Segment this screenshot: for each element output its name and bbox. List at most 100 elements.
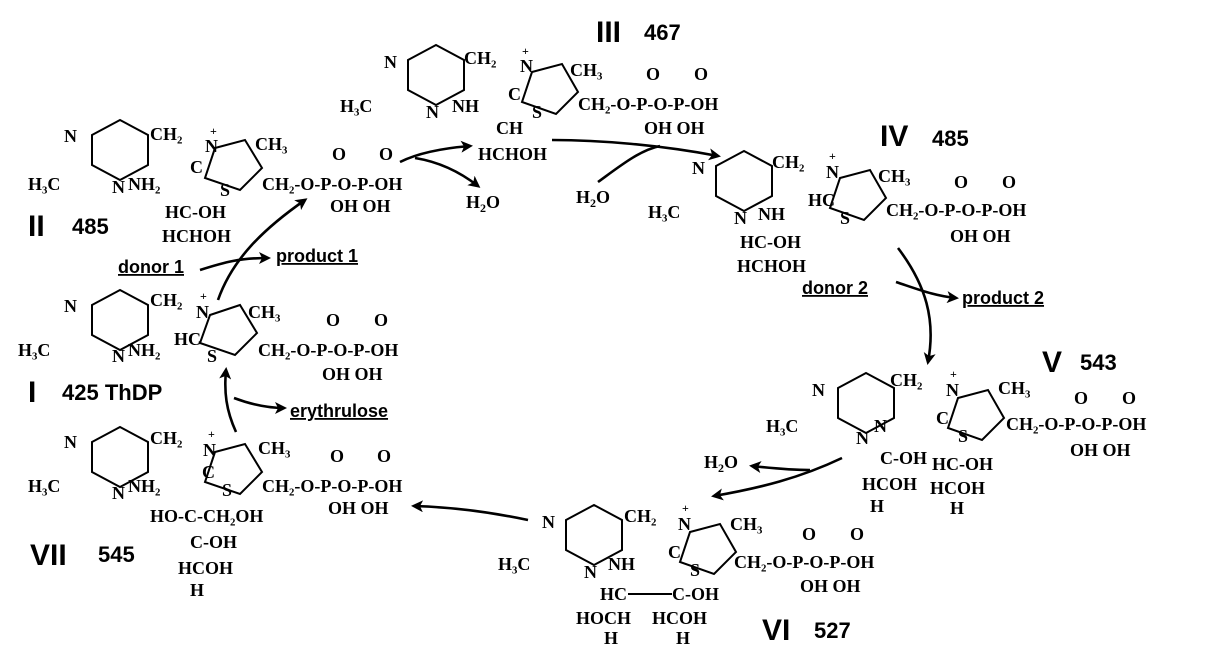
imine-n: N <box>874 416 887 436</box>
hcoh: HCOH <box>178 558 233 578</box>
terminal-h-right: H <box>950 498 964 518</box>
arrow-VI-to-VII <box>411 500 529 522</box>
arrow-III-to-IV <box>551 138 721 161</box>
hc-oh: HC-OH <box>932 454 993 474</box>
amino-nh2: NH₂ <box>128 340 160 360</box>
arrow-water-release-bottom <box>749 461 811 473</box>
pyrimidine-ring <box>91 425 149 489</box>
diphosphate-chain: CH₂-O-P-O-P-OH <box>1006 414 1146 434</box>
thiazolium-ring <box>828 168 888 222</box>
ring-s: S <box>220 180 230 200</box>
terminal-h-right: H <box>676 628 690 648</box>
arrow-II-to-III <box>399 140 473 164</box>
hoch: HOCH <box>576 608 631 628</box>
c2-carbon: C <box>936 408 949 428</box>
donor-2-label: donor 2 <box>802 278 868 298</box>
product-1-label: product 1 <box>276 246 358 266</box>
hchoh: HCHOH <box>478 144 547 164</box>
arrow-water-release-top <box>414 156 481 188</box>
label-mass-VI: 527 <box>814 618 851 643</box>
arrow-I-to-II <box>216 198 308 301</box>
phosphate-oh: OH OH <box>950 226 1011 246</box>
label-mass-I: 425 ThDP <box>62 380 162 405</box>
structure-V: N N H₃C N CH₂ N + CH₃ C S CH₂-O-P-O-P-OH… <box>766 346 1146 518</box>
thiazolium-n: N <box>196 302 209 322</box>
bridge-ch2: CH₂ <box>464 48 496 68</box>
ring-methyl: CH₃ <box>255 134 288 154</box>
positive-charge: + <box>950 367 957 381</box>
ring-n3: N <box>584 562 597 582</box>
ring-methyl: CH₃ <box>878 166 911 186</box>
thiazolium-n: N <box>520 56 533 76</box>
bridge-ch2: CH₂ <box>150 290 182 310</box>
diphosphate-chain: CH₂-O-P-O-P-OH <box>578 94 718 114</box>
ring-n3: N <box>112 483 125 503</box>
hcoh: HCOH <box>652 608 707 628</box>
pyrimidine-ring <box>565 503 623 567</box>
arrow-VII-to-I <box>219 367 238 433</box>
arrow-water-in <box>597 144 661 184</box>
terminal-h: H <box>190 580 204 600</box>
positive-charge: + <box>829 149 836 163</box>
nh: NH <box>758 204 785 224</box>
p1-oxo: O <box>330 446 344 466</box>
phosphate-oh: OH OH <box>644 118 705 138</box>
hc-linker: HC <box>600 584 627 604</box>
pyrimidine-ring <box>715 149 773 213</box>
p1-oxo: O <box>954 172 968 192</box>
label-roman-I: I <box>28 376 36 409</box>
p1-oxo: O <box>802 524 816 544</box>
p2-oxo: O <box>379 144 393 164</box>
positive-charge: + <box>208 427 215 441</box>
c2-carbon: C <box>668 542 681 562</box>
hc-oh: HC-OH <box>740 232 801 252</box>
ring-methyl: CH₃ <box>998 378 1031 398</box>
c2-hc: HC <box>808 190 835 210</box>
ring-n3: N <box>856 428 869 448</box>
nh: NH <box>452 96 479 116</box>
product-2-label: product 2 <box>962 288 1044 308</box>
p1-oxo: O <box>332 144 346 164</box>
thiazolium-ring <box>203 138 264 192</box>
phosphate-oh: OH OH <box>800 576 861 596</box>
diphosphate-chain: CH₂-O-P-O-P-OH <box>734 552 874 572</box>
structure-VI: N N H₃C NH CH₂ N + CH₃ C S CH₂-O-P-O-P-O… <box>498 501 874 648</box>
label-roman-VI: VI <box>762 614 790 647</box>
thiazolium-ring <box>520 62 580 116</box>
phosphate-oh: OH OH <box>328 498 389 518</box>
positive-charge: + <box>210 124 217 138</box>
p2-oxo: O <box>694 64 708 84</box>
arrow-donor1-product1 <box>199 252 271 272</box>
c2-carbon: C <box>190 157 203 177</box>
arrow-erythrulose-release <box>233 396 287 414</box>
methyl-h3c: H₃C <box>28 174 60 194</box>
hcoh-left: HCOH <box>862 474 917 494</box>
ring-methyl: CH₃ <box>258 438 291 458</box>
diphosphate-chain: CH₂-O-P-O-P-OH <box>262 476 402 496</box>
methyl-h3c: H₃C <box>648 202 680 222</box>
arrow-donor2-product2 <box>895 280 959 304</box>
diphosphate-chain: CH₂-O-P-O-P-OH <box>886 200 1026 220</box>
thiazolium-ring <box>678 522 738 576</box>
thiazolium-n: N <box>203 440 216 460</box>
water-out-bottom: H2O <box>704 452 738 475</box>
bridge-ch2: CH₂ <box>890 370 922 390</box>
ring-n1: N <box>64 296 77 316</box>
thiazolium-n: N <box>205 136 218 156</box>
hcoh-right: HCOH <box>930 478 985 498</box>
p1-oxo: O <box>1074 388 1088 408</box>
ring-s: S <box>690 560 700 580</box>
ring-n1: N <box>542 512 555 532</box>
thiazolium-n: N <box>826 162 839 182</box>
phosphate-oh: OH OH <box>1070 440 1131 460</box>
label-roman-II: II <box>28 210 45 243</box>
p2-oxo: O <box>377 446 391 466</box>
thiazolium-ring <box>198 303 259 357</box>
hchoh: HCHOH <box>737 256 806 276</box>
pyrimidine-ring <box>407 43 465 107</box>
ring-methyl: CH₃ <box>730 514 763 534</box>
bridge-ch2: CH₂ <box>624 506 656 526</box>
terminal-h-left: H <box>604 628 618 648</box>
pyrimidine-ring <box>91 288 149 352</box>
ring-s: S <box>222 480 232 500</box>
